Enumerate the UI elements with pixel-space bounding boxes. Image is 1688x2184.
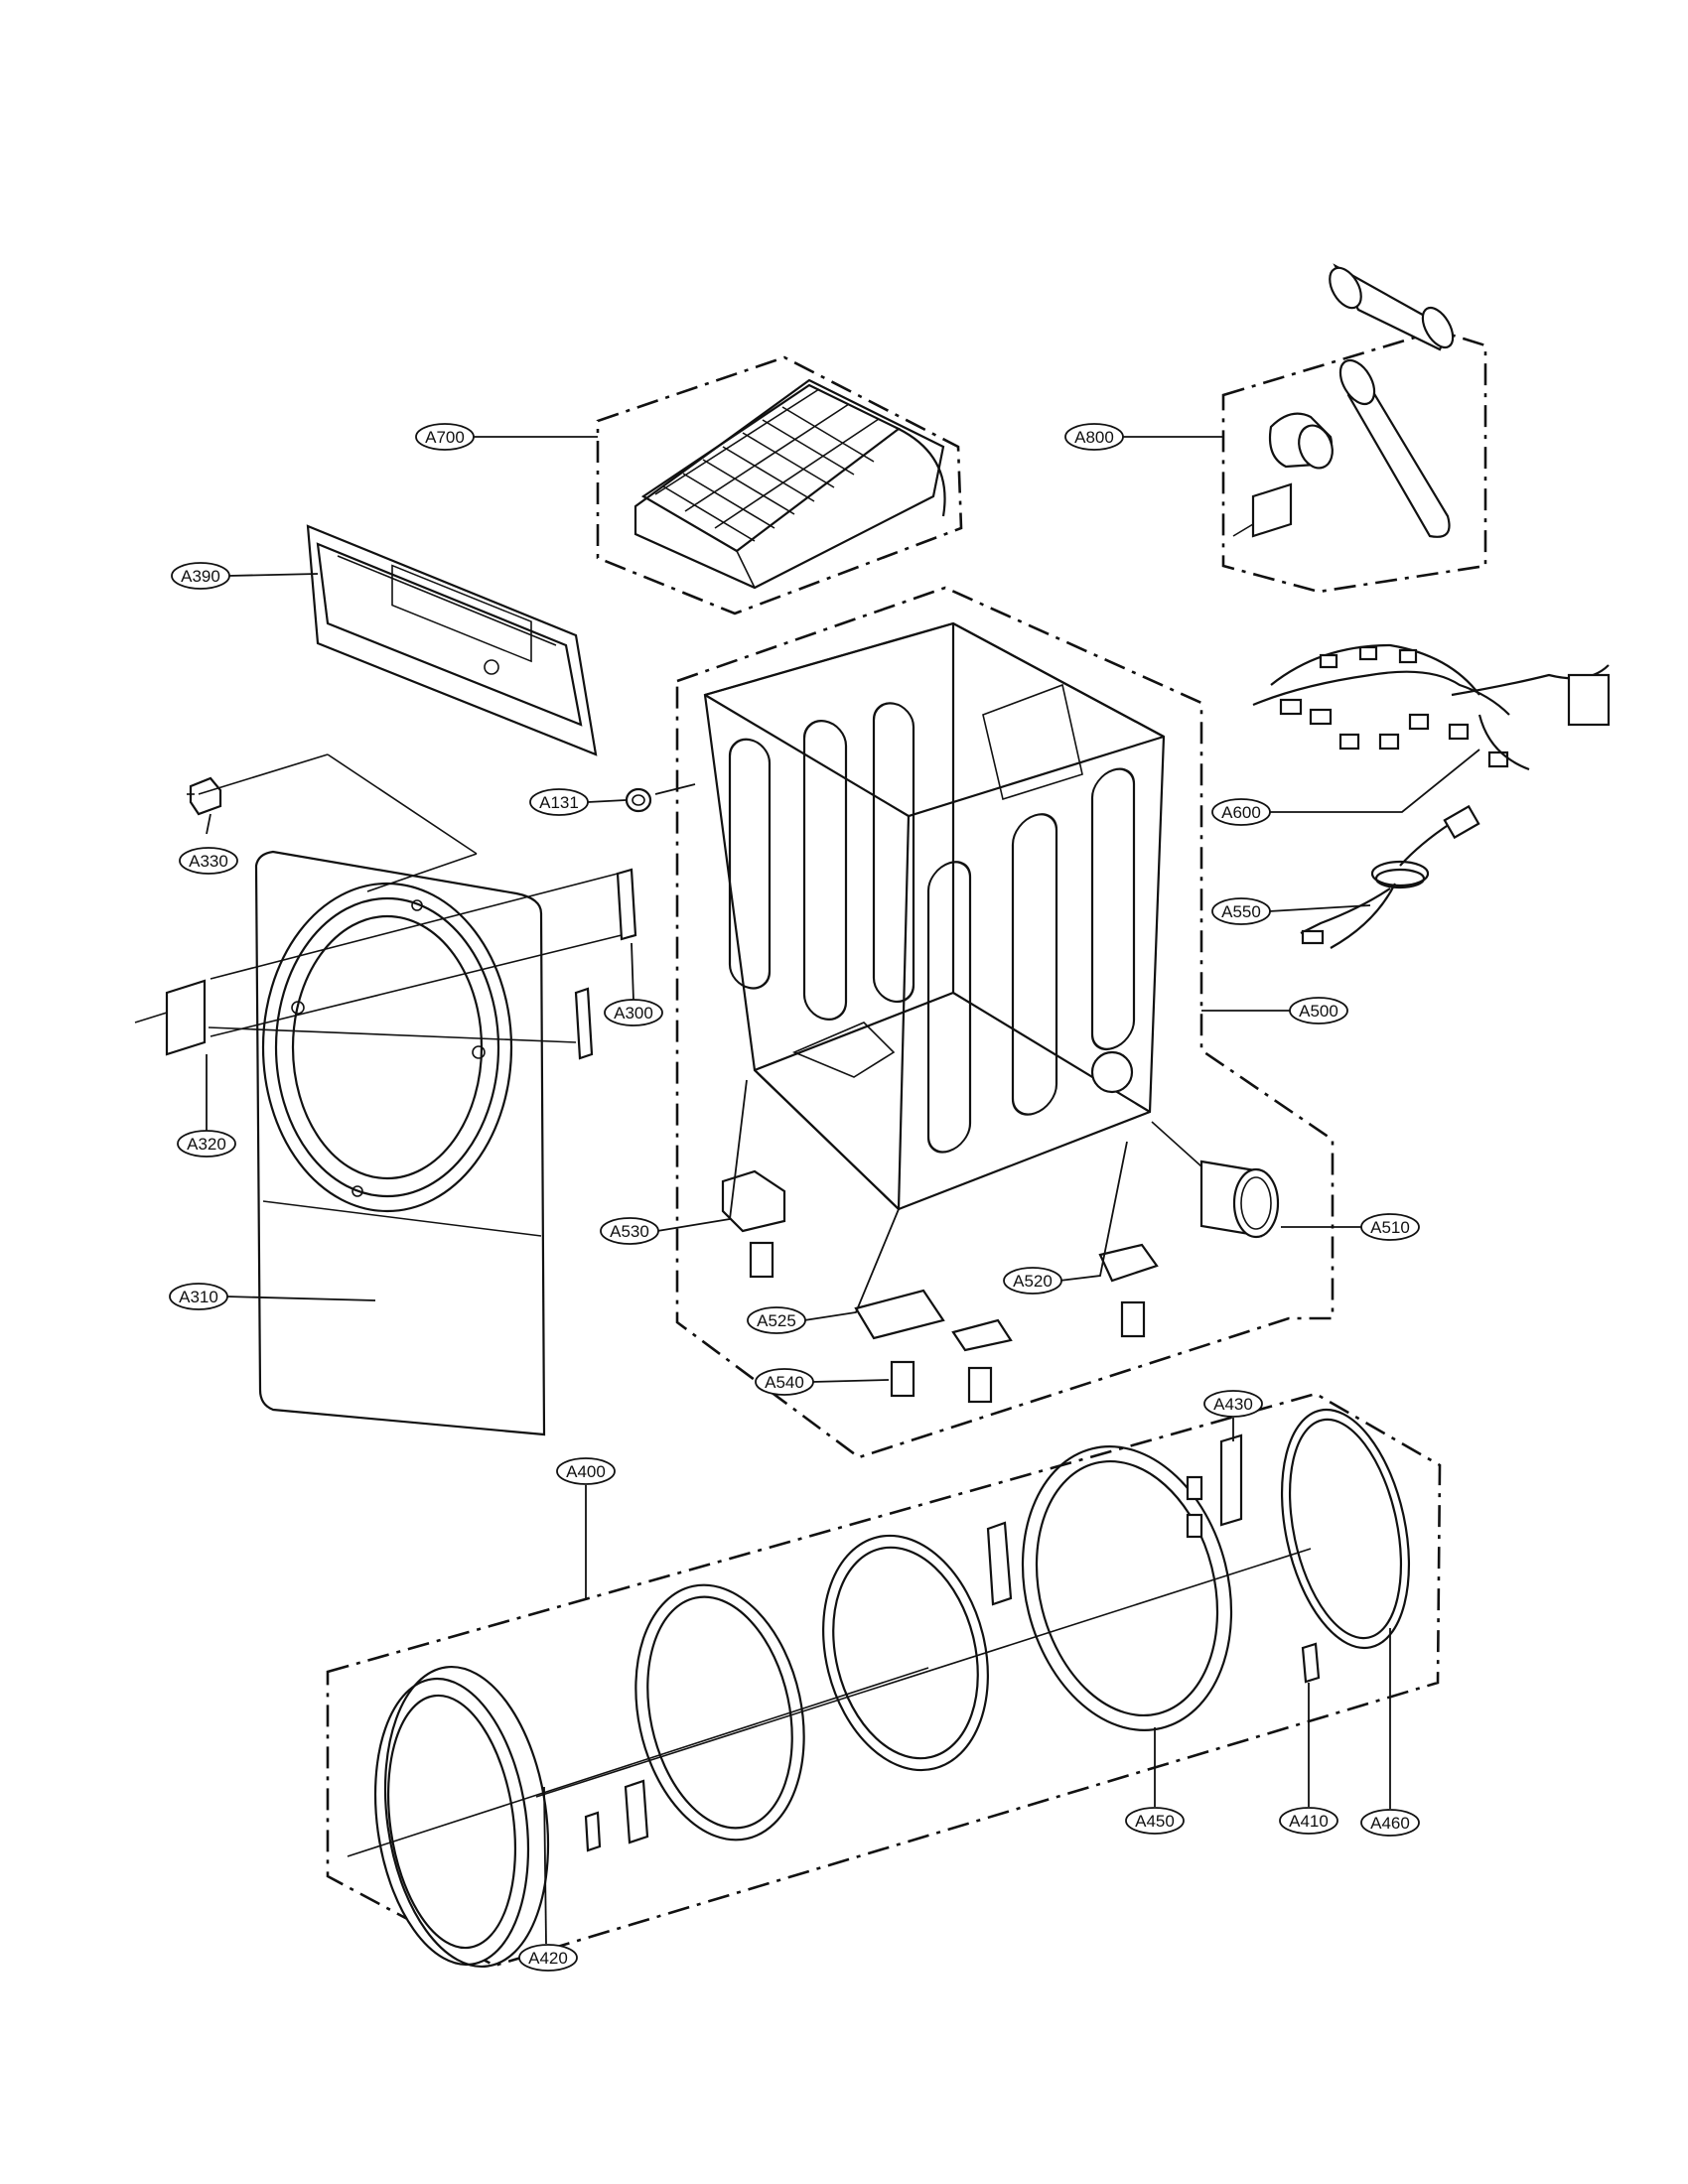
callout-a400: A400 (556, 1457, 616, 1485)
callout-a525: A525 (747, 1306, 806, 1334)
callout-a450: A450 (1125, 1807, 1185, 1835)
callout-a460: A460 (1360, 1809, 1420, 1837)
callout-a540: A540 (755, 1368, 814, 1396)
leg-bracket-part (721, 1169, 1159, 1352)
callout-a300: A300 (604, 999, 663, 1026)
callout-text-a390: A390 (181, 567, 220, 586)
callout-a530: A530 (600, 1217, 659, 1245)
callout-text-a540: A540 (765, 1373, 804, 1392)
callout-a510: A510 (1360, 1213, 1420, 1241)
vent-adaptor-part (1151, 1121, 1280, 1239)
front-panel-part (254, 850, 546, 1436)
callout-text-a330: A330 (189, 852, 228, 871)
callout-a320: A320 (177, 1130, 236, 1158)
callout-text-a300: A300 (614, 1004, 653, 1023)
callout-text-a420: A420 (528, 1949, 568, 1968)
leveling-foot-part (749, 1241, 1146, 1404)
callout-a520: A520 (1003, 1267, 1062, 1295)
callout-text-a800: A800 (1074, 428, 1114, 447)
callout-text-a530: A530 (610, 1222, 649, 1241)
callout-text-a600: A600 (1221, 803, 1261, 822)
callout-a430: A430 (1203, 1390, 1263, 1418)
callout-text-a510: A510 (1370, 1218, 1410, 1237)
drying-rack-part (633, 378, 946, 590)
callout-text-a131: A131 (539, 793, 579, 812)
control-panel-frame-part (306, 524, 598, 756)
callout-text-a320: A320 (187, 1135, 226, 1154)
door-assembly-part (347, 1408, 1411, 1969)
callout-a800: A800 (1064, 423, 1124, 451)
callout-text-a400: A400 (566, 1462, 606, 1481)
callout-text-a520: A520 (1013, 1272, 1053, 1291)
cabinet-part (703, 621, 1166, 1211)
callout-text-a450: A450 (1135, 1812, 1175, 1831)
callout-text-a550: A550 (1221, 902, 1261, 921)
callout-a410: A410 (1279, 1807, 1338, 1835)
callout-a420: A420 (518, 1944, 578, 1972)
hinge-bracket-part (187, 776, 222, 816)
duct-kit-part (1232, 263, 1455, 538)
callout-a700: A700 (415, 423, 475, 451)
callout-text-a410: A410 (1289, 1812, 1329, 1831)
callout-a600: A600 (1211, 798, 1271, 826)
callout-a330: A330 (179, 847, 238, 875)
callout-text-a310: A310 (179, 1288, 218, 1306)
group-boundary-a400 (326, 1392, 1442, 1968)
callout-text-a525: A525 (757, 1311, 796, 1330)
callout-text-a430: A430 (1213, 1395, 1253, 1414)
callout-a131: A131 (529, 788, 589, 816)
leader-lines (206, 436, 1480, 1945)
group-boundary-a500 (675, 586, 1335, 1459)
wire-harness-part (1252, 643, 1611, 771)
bumper-part (625, 787, 652, 813)
support-bracket-part (134, 753, 637, 1060)
callout-text-a460: A460 (1370, 1814, 1410, 1833)
power-cord-part (1300, 804, 1480, 949)
callout-a550: A550 (1211, 897, 1271, 925)
callout-a310: A310 (169, 1283, 228, 1310)
callout-text-a500: A500 (1299, 1002, 1338, 1021)
group-boundary-a700 (596, 355, 963, 615)
callout-a390: A390 (171, 562, 230, 590)
callout-a500: A500 (1289, 997, 1348, 1024)
callout-text-a700: A700 (425, 428, 465, 447)
